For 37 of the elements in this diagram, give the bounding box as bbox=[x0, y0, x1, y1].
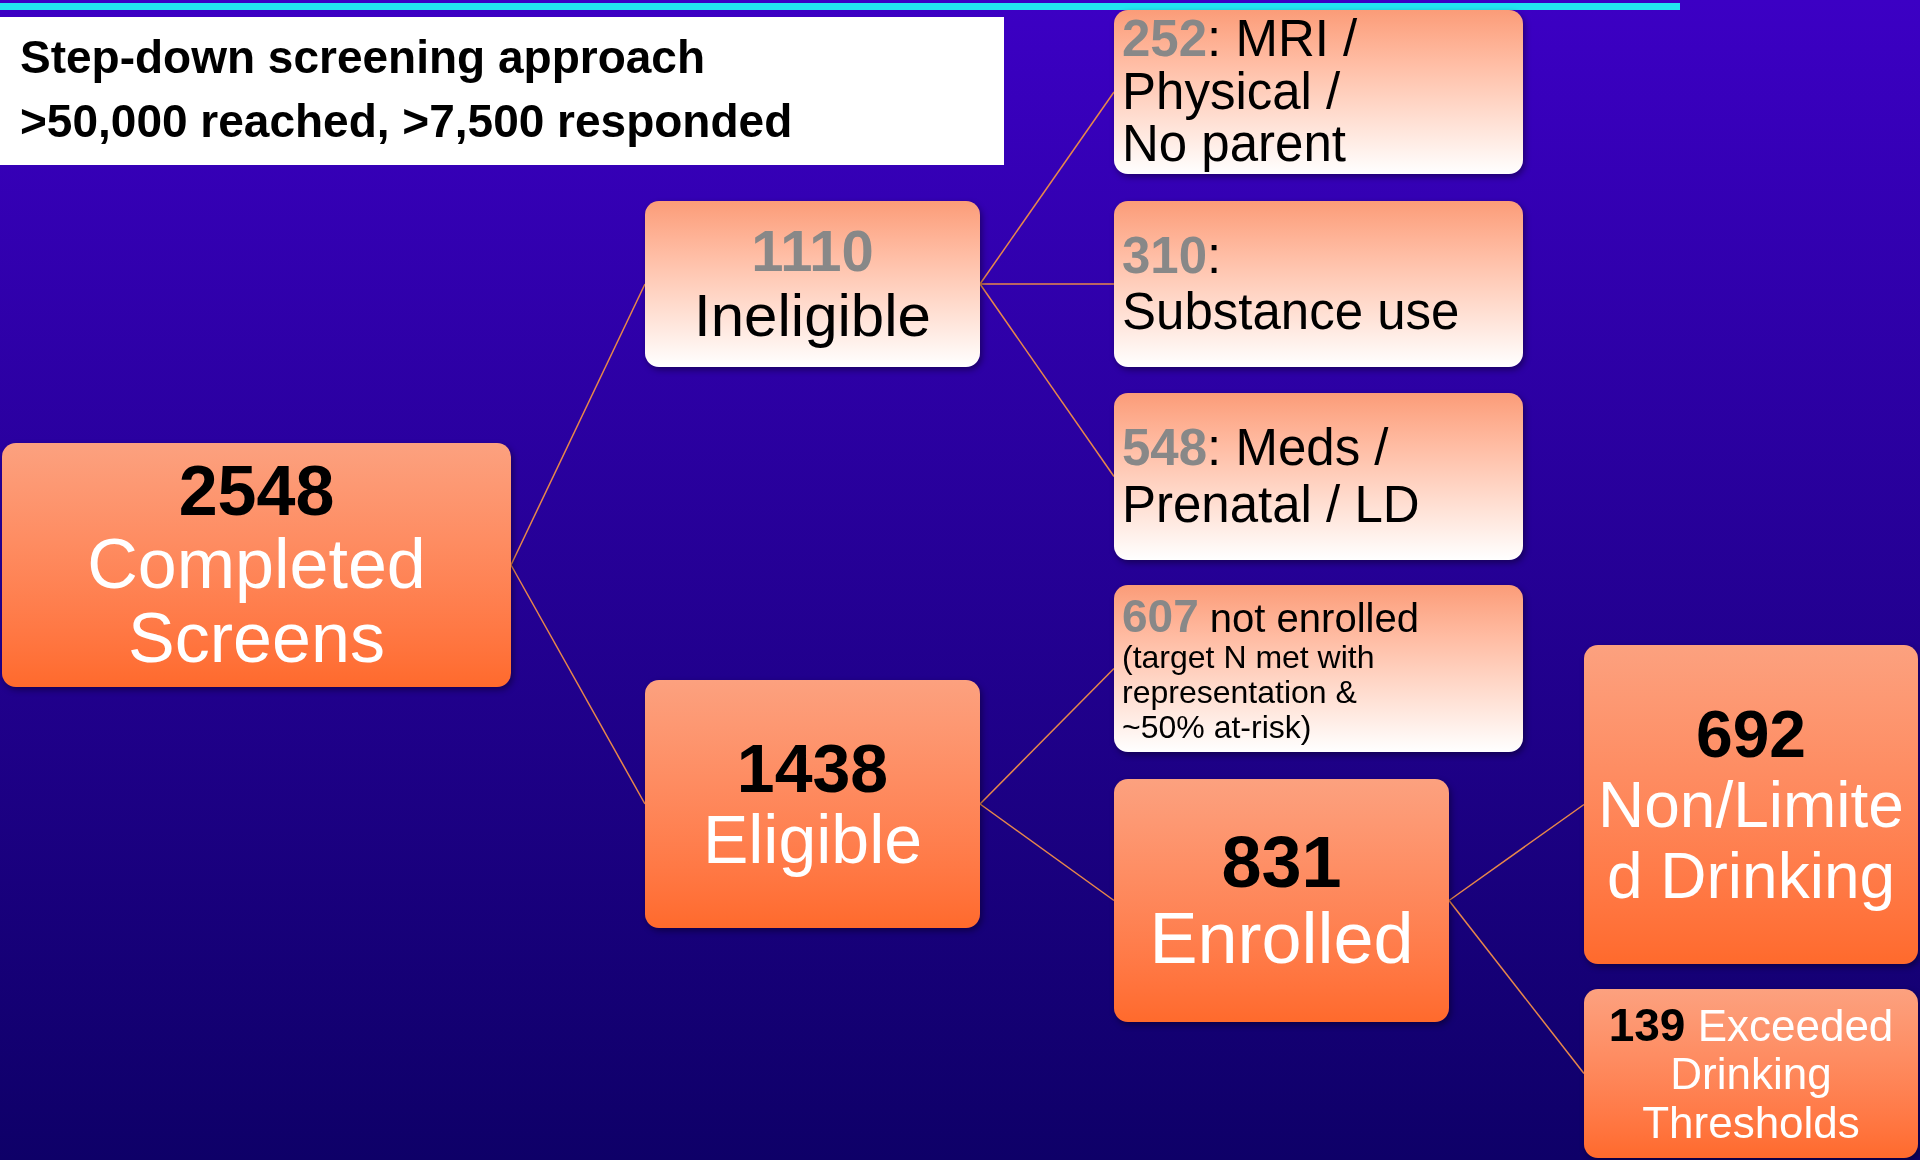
box-text: 139 Exceeded Drinking Thresholds bbox=[1607, 999, 1895, 1148]
connector-line bbox=[1448, 899, 1585, 1075]
subtitle: >50,000 reached, >7,500 responded bbox=[20, 94, 793, 149]
count-box bbox=[1114, 393, 1523, 560]
count-box bbox=[1114, 10, 1523, 174]
connector-line bbox=[979, 283, 1115, 285]
count-number: 692 bbox=[1695, 697, 1807, 771]
count-box bbox=[645, 201, 980, 367]
box-text: 310: Substance use bbox=[1122, 227, 1461, 341]
box-text: Enrolled bbox=[1149, 900, 1414, 977]
count-number: 2548 bbox=[178, 454, 335, 529]
box-text: Eligible bbox=[702, 804, 923, 876]
count-box bbox=[1114, 585, 1523, 752]
count-box bbox=[1114, 779, 1449, 1022]
box-text: Ineligible bbox=[694, 282, 931, 349]
connector-line bbox=[510, 564, 646, 805]
box-text: 607 not enrolled bbox=[1122, 591, 1419, 640]
count-box bbox=[1584, 989, 1918, 1158]
box-text: (target N met with representation & ~50% at-risk) bbox=[1122, 639, 1376, 746]
connector-line bbox=[979, 91, 1115, 285]
connector-line bbox=[510, 283, 646, 566]
count-number: 1438 bbox=[736, 732, 889, 804]
connector-line bbox=[979, 283, 1115, 478]
box-text: Completed Screens bbox=[86, 528, 427, 676]
box-text: Non/Limited Drinking bbox=[1597, 770, 1905, 912]
count-box bbox=[2, 443, 511, 687]
box-text: 252: MRI / Physical / No parent bbox=[1122, 13, 1359, 171]
count-number: 1110 bbox=[751, 219, 874, 283]
count-box bbox=[645, 680, 980, 928]
count-box bbox=[1584, 645, 1918, 964]
title: Step-down screening approach bbox=[20, 30, 705, 85]
connector-line bbox=[1448, 803, 1585, 902]
connector-line bbox=[979, 667, 1115, 805]
count-number: 831 bbox=[1221, 824, 1342, 901]
count-box bbox=[1114, 201, 1523, 367]
box-text: 548: Meds / Prenatal / LD bbox=[1122, 420, 1421, 533]
connector-line bbox=[979, 803, 1115, 902]
